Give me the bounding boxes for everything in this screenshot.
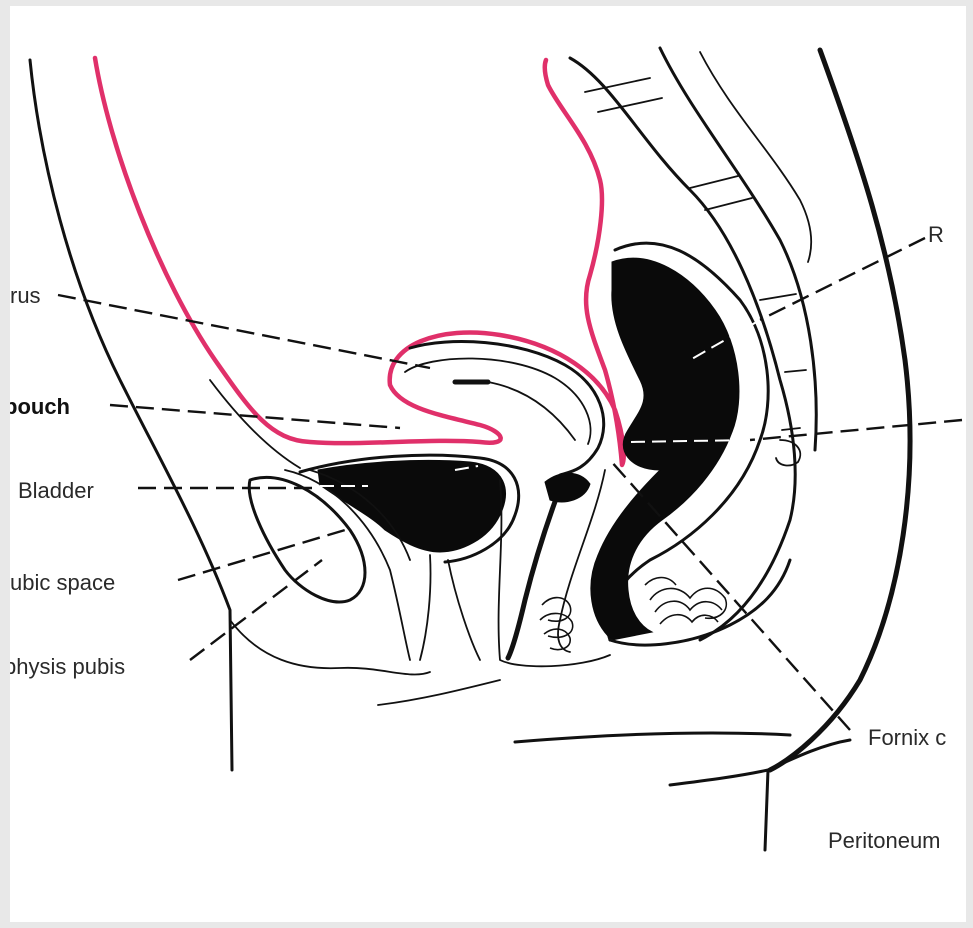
- vertebra-line-3: [690, 176, 738, 188]
- bladder-lumen: [318, 460, 505, 552]
- perineum-contour: [230, 620, 430, 674]
- urethra: [420, 555, 480, 660]
- vertebra-line-1: [585, 78, 650, 92]
- buttock-fold: [515, 733, 790, 742]
- label-rectum: R: [928, 224, 944, 246]
- leader-uterus: [58, 295, 430, 368]
- vertebra-line-2: [598, 98, 662, 112]
- vagina-cervix-tip: [545, 473, 590, 502]
- leader-retropubic: [178, 530, 345, 580]
- rectum-lumen: [591, 258, 739, 640]
- coccyx-tip: [776, 440, 800, 465]
- diagram-frame: rus pouch Bladder ubic space physis pubi…: [10, 6, 966, 922]
- leader-pouch: [110, 405, 400, 428]
- natal-cleft-top: [670, 740, 850, 785]
- label-pouch: pouch: [10, 396, 70, 418]
- peritoneum-line: [95, 58, 624, 465]
- natal-cleft: [765, 770, 768, 850]
- vertebra-line-6: [785, 370, 806, 372]
- vertebra-line-7: [782, 428, 800, 430]
- sacrum-inner: [700, 52, 811, 262]
- label-fornix: Fornix c: [868, 727, 946, 749]
- vertebra-line-4: [705, 198, 752, 210]
- urogenital-sphincter-coils: [540, 598, 573, 650]
- vertebra-line-5: [760, 294, 796, 300]
- lower-contour: [378, 680, 500, 705]
- label-bladder: Bladder: [18, 480, 94, 502]
- label-symphysis-pubis: physis pubis: [10, 656, 125, 678]
- pelvis-sagittal-diagram: [10, 6, 966, 922]
- label-uterus: rus: [10, 285, 41, 307]
- label-retropubic-space: ubic space: [10, 572, 115, 594]
- uterus-cavity-line: [488, 382, 575, 440]
- inner-abdominal-wall: [210, 380, 300, 468]
- anal-sphincter-coils: [645, 578, 726, 625]
- label-peritoneum: Peritoneum: [828, 830, 941, 852]
